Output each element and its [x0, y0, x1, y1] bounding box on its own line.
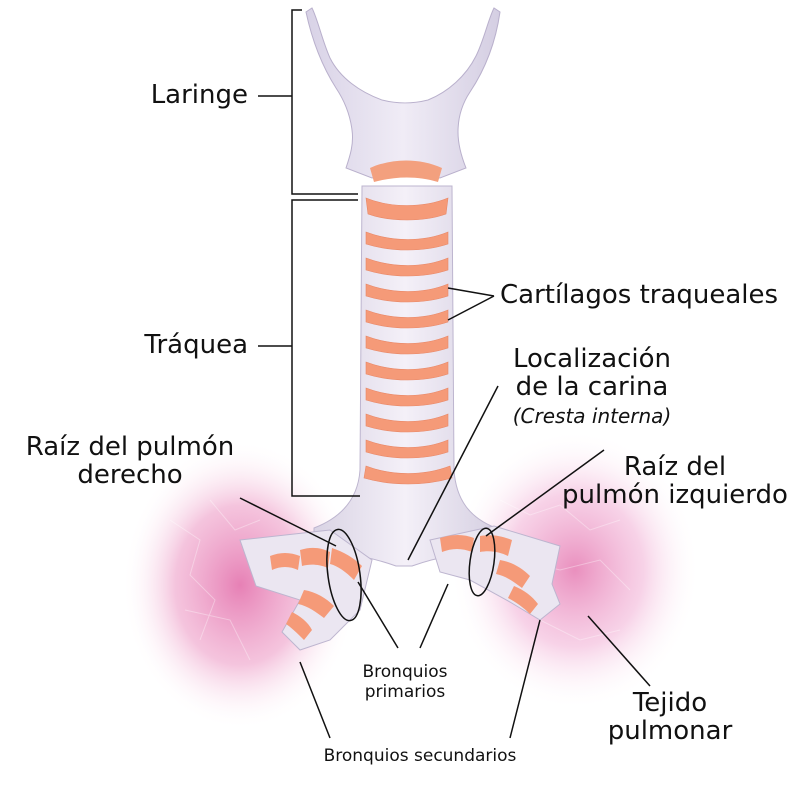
label-larynx: Laringe — [150, 80, 248, 110]
left-root-leader — [485, 449, 605, 537]
label-primary-bronchi-2: primarios — [364, 682, 446, 702]
label-tracheal-cartilage: Cartílagos traqueales — [500, 280, 779, 310]
larynx — [305, 7, 501, 182]
label-right-root-1: Raíz del pulmón — [25, 432, 235, 462]
left-bronchus-rings — [440, 535, 538, 614]
bronchi — [239, 525, 561, 651]
larynx-cartilage — [305, 7, 501, 179]
label-trachea: Tráquea — [144, 330, 248, 360]
lung-texture — [169, 499, 631, 661]
lung-tissue-leader — [587, 615, 651, 687]
label-carina-1: Localización — [512, 344, 672, 374]
trachea — [313, 185, 497, 567]
label-lung-tissue-2: pulmonar — [607, 716, 733, 746]
larynx-opening — [370, 160, 442, 182]
label-left-root-1: Raíz del — [623, 452, 727, 482]
left-root-ring — [468, 527, 496, 597]
trachea-bracket — [291, 199, 360, 497]
label-secondary-bronchi: Bronquios secundarios — [323, 746, 517, 766]
label-left-root-2: pulmón izquierdo — [562, 480, 788, 510]
right-bronchus-rings — [270, 547, 362, 640]
label-primary-bronchi-1: Bronquios — [362, 662, 448, 682]
leader-lines — [239, 9, 651, 739]
label-lung-tissue-1: Tejido — [632, 688, 708, 718]
label-right-root-2: derecho — [77, 460, 183, 490]
left-lung-tissue — [450, 430, 700, 710]
secondary-bronchi-leader — [299, 619, 541, 739]
tracheal-rings — [363, 197, 453, 485]
lung-tissue — [122, 430, 700, 730]
right-lung-tissue — [122, 440, 358, 730]
primary-bronchi-leader — [357, 581, 449, 649]
cartilage-leader — [447, 287, 495, 321]
label-carina-3: (Cresta interna) — [512, 404, 672, 428]
right-root-leader — [239, 497, 337, 547]
carina-leader — [407, 385, 499, 561]
right-root-ring — [326, 528, 362, 622]
larynx-bracket — [291, 9, 358, 195]
label-carina-2: de la carina — [515, 372, 669, 402]
